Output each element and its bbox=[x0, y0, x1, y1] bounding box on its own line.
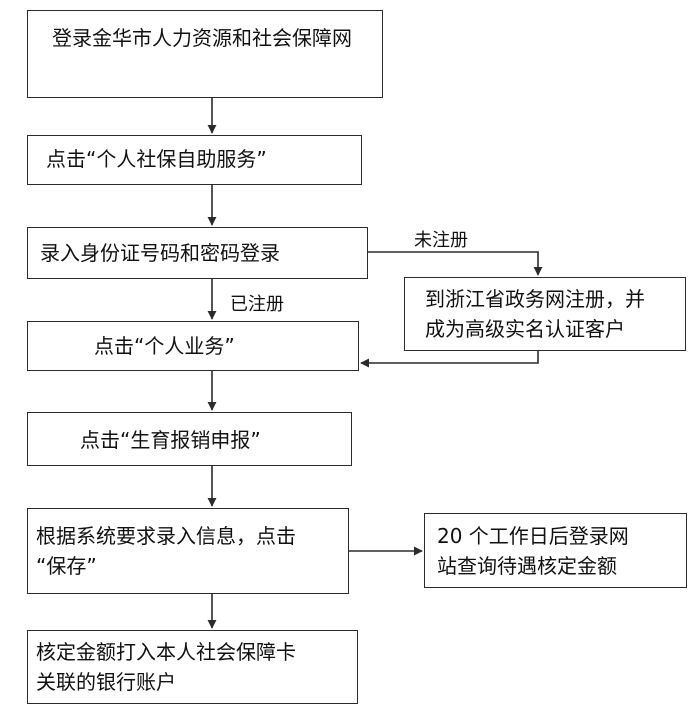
arrow-register-back-to-personal-business bbox=[360, 351, 539, 368]
step-amount-to-card-line-2: 关联的银行账户 bbox=[36, 670, 176, 694]
step-click-self-service-text: 点击“个人社保自助服务” bbox=[46, 147, 267, 171]
step-check-amount: 20 个工作日后登录网 站查询待遇核定金额 bbox=[424, 513, 687, 588]
step-enter-id-password-text: 录入身份证号码和密码登录 bbox=[40, 241, 280, 265]
step-click-maternity-claim: 点击“生育报销申报” bbox=[27, 412, 352, 466]
step-register-zhejiang-line-2: 成为高级实名认证客户 bbox=[425, 317, 625, 341]
edge-label-not-registered: 未注册 bbox=[414, 230, 468, 251]
step-amount-to-card-line-1: 核定金额打入本人社会保障卡 bbox=[36, 640, 296, 664]
step-enter-id-password: 录入身份证号码和密码登录 bbox=[27, 227, 368, 279]
step-amount-to-card: 核定金额打入本人社会保障卡 关联的银行账户 bbox=[27, 630, 358, 704]
step-click-self-service: 点击“个人社保自助服务” bbox=[27, 135, 362, 185]
step-login-site: 登录金华市人力资源和社会保障网 bbox=[27, 10, 383, 98]
step-enter-info-save-line-1: 根据系统要求录入信息，点击 bbox=[36, 524, 296, 548]
step-check-amount-line-2: 站查询待遇核定金额 bbox=[437, 554, 617, 578]
step-click-maternity-claim-text: 点击“生育报销申报” bbox=[80, 428, 261, 452]
step-enter-info-save-line-2: “保存” bbox=[36, 554, 97, 578]
step-register-zhejiang: 到浙江省政务网注册，并 成为高级实名认证客户 bbox=[404, 277, 686, 351]
step-click-personal-business-text: 点击“个人业务” bbox=[94, 334, 235, 358]
edge-label-registered: 已注册 bbox=[230, 294, 284, 315]
step-enter-info-save: 根据系统要求录入信息，点击 “保存” bbox=[27, 508, 349, 594]
step-register-zhejiang-line-1: 到浙江省政务网注册，并 bbox=[425, 287, 645, 311]
arrow-unregistered-to-register bbox=[368, 251, 543, 276]
step-click-personal-business: 点击“个人业务” bbox=[27, 321, 359, 371]
step-check-amount-line-1: 20 个工作日后登录网 bbox=[437, 524, 629, 548]
step-login-site-text: 登录金华市人力资源和社会保障网 bbox=[52, 26, 352, 50]
